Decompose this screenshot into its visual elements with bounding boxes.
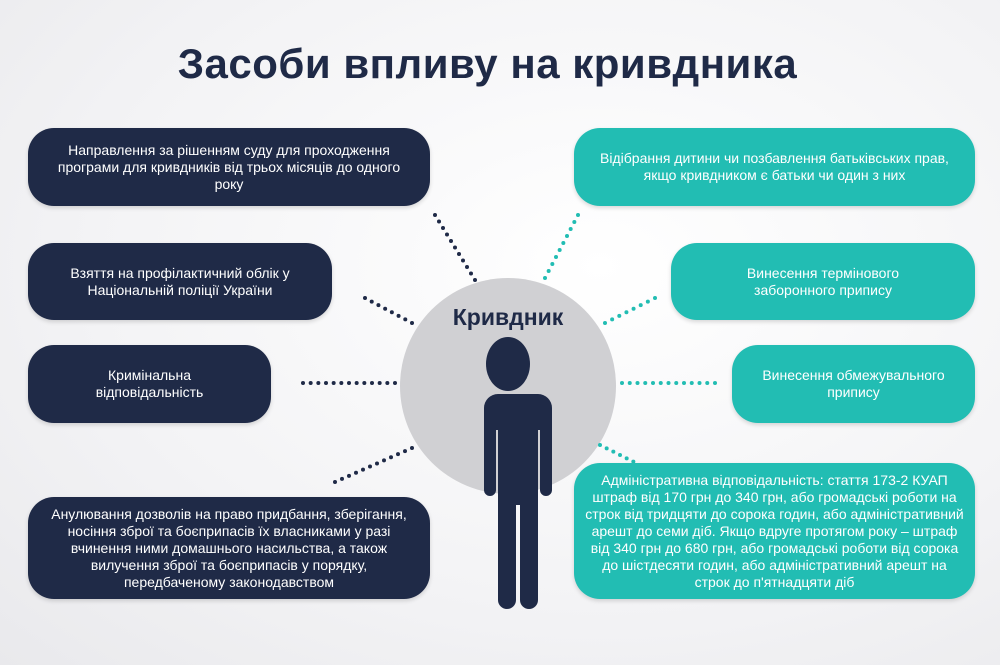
- measure-restraining-order: Винесення обмежувального припису: [732, 345, 975, 423]
- dotted-connector: [620, 381, 717, 385]
- measure-administrative-liability: Адміністративна відповідальність: стаття…: [574, 463, 975, 599]
- dotted-connector: [603, 296, 657, 325]
- measure-criminal-liability: Кримінальна відповідальність: [28, 345, 271, 423]
- measure-weapons-permit: Анулювання дозволів на право придбання, …: [28, 497, 430, 599]
- page-title: Засоби впливу на кривдника: [177, 40, 798, 87]
- measure-police-registration: Взяття на профілактичний облік у Націона…: [28, 243, 332, 320]
- measure-program-referral: Направлення за рішенням суду для проходж…: [28, 128, 430, 206]
- person-icon: [478, 337, 552, 609]
- center-label: Кривдник: [452, 304, 564, 330]
- measure-child-removal: Відібрання дитини чи позбавлення батьків…: [574, 128, 975, 206]
- dotted-connector: [363, 296, 414, 325]
- dotted-connector: [433, 213, 477, 282]
- dotted-connector: [301, 381, 397, 385]
- dotted-connector: [333, 446, 414, 484]
- dotted-connector: [543, 213, 580, 280]
- measure-urgent-order: Винесення термінового заборонного припис…: [671, 243, 975, 320]
